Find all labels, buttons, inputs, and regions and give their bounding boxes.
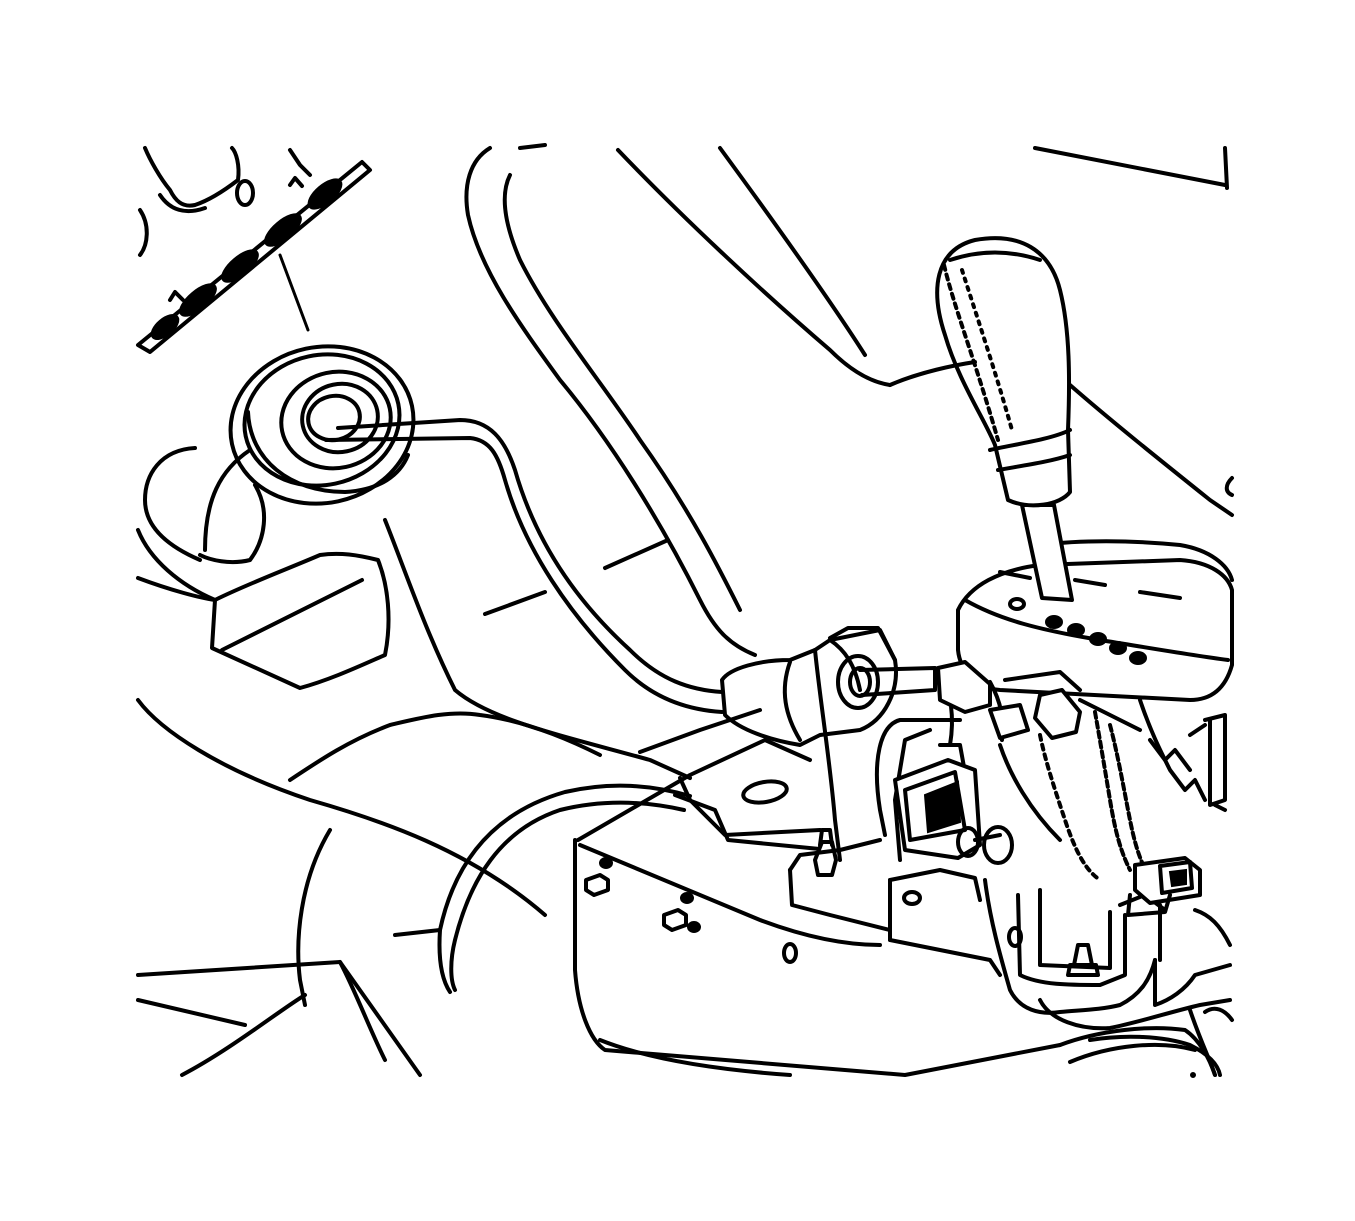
console-floor-plate <box>573 708 1062 1077</box>
shift-lock-solenoid <box>893 758 1014 865</box>
shift-knob <box>935 236 1072 508</box>
mounting-stud <box>584 828 1100 977</box>
shifter-linkage <box>1138 698 1227 812</box>
shifter-bezel <box>956 539 1234 702</box>
electrical-connector <box>1126 856 1202 917</box>
cable-bracket <box>720 626 937 862</box>
grommet-retainer-plate <box>136 160 372 354</box>
cable-grommet <box>228 344 416 506</box>
shifter-cable <box>324 418 724 994</box>
dash-panel-edge <box>138 146 312 257</box>
floor-panel-right <box>1088 1006 1234 1078</box>
instrument-panel-edge <box>888 146 1234 517</box>
floor-tunnel <box>136 143 892 1077</box>
floor-panel-left <box>136 446 547 917</box>
wiring-harness <box>874 660 1150 882</box>
